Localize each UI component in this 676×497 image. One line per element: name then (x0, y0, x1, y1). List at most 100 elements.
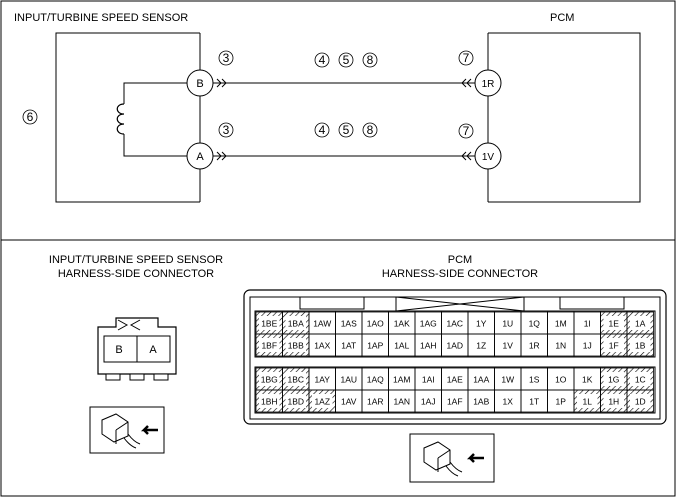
terminal-sensor-b (186, 69, 214, 97)
arrow-left-icon (140, 425, 158, 435)
pcm-pin-label: 1P (556, 397, 567, 407)
pcm-box (488, 32, 641, 203)
pcm-pin-label: 1BA (288, 319, 304, 329)
pin-hatch-inner (259, 316, 280, 330)
sensor-title: INPUT/TURBINE SPEED SENSOR (14, 12, 188, 24)
callout-circle (314, 122, 330, 138)
terminal-sensor-a-label: A (196, 151, 204, 163)
pin-hatch-inner (630, 338, 651, 352)
probe-icon (409, 433, 495, 483)
callout-circle (218, 50, 234, 66)
terminal-pcm-1v (474, 142, 502, 170)
sensor-connector-title-1: INPUT/TURBINE SPEED SENSOR (49, 254, 223, 266)
pin-hatch-inner (285, 372, 306, 386)
pcm-pin-label: 1K (582, 375, 593, 385)
callout-wire-bot-mid-3: 8 (367, 123, 374, 137)
callout-circle (338, 122, 354, 138)
pcm-pin-label: 1B (635, 341, 646, 351)
pcm-pin-label: 1U (502, 319, 513, 329)
sensor-box (55, 32, 200, 203)
pcm-pin-label: 1AA (473, 375, 489, 385)
pcm-pin-cell (626, 389, 654, 413)
pcm-pin-label: 1AB (473, 397, 489, 407)
pcm-connector-title-2: HARNESS-SIDE CONNECTOR (382, 268, 538, 280)
pcm-pin-cell (626, 333, 654, 357)
pin-hatch-inner (630, 316, 651, 330)
probe-connector-shape (423, 441, 451, 471)
probe-wires (123, 433, 141, 449)
pcm-pin-label: 1Q (529, 319, 541, 329)
pcm-pin-label: 1W (501, 375, 514, 385)
pcm-pin-label: 1AR (367, 397, 384, 407)
pcm-pin-label: 1BG (261, 375, 278, 385)
pcm-pin-label: 1L (583, 397, 593, 407)
callout-wire-top-left: 3 (223, 51, 230, 65)
pcm-key-left (299, 296, 365, 310)
callout-sensor-body: 6 (27, 110, 34, 124)
pcm-pin-label: 1R (529, 341, 540, 351)
pcm-pin-label: 1AL (394, 341, 409, 351)
probe-connector-edge (115, 421, 129, 444)
pin-hatch-inner (259, 372, 280, 386)
pcm-pin-label: 1E (609, 319, 620, 329)
pcm-key-cross (395, 296, 525, 312)
pcm-pin-label: 1AC (446, 319, 463, 329)
sensor-pin-a: A (149, 344, 157, 356)
pin-hatch-inner (603, 338, 624, 352)
pcm-pin-label: 1C (635, 375, 646, 385)
probe-connector-edge (437, 449, 451, 472)
callout-circle (362, 52, 378, 68)
pin-hatch-inner (603, 372, 624, 386)
coil-wires (123, 82, 187, 157)
sensor-connector-title-2: HARNESS-SIDE CONNECTOR (58, 268, 214, 280)
coil-icon (116, 103, 125, 135)
pin-hatch-inner (259, 394, 280, 408)
pcm-pin-label: 1G (608, 375, 619, 385)
pin-hatch-inner (603, 394, 624, 408)
probe-wires (445, 461, 463, 477)
pin-hatch-inner (259, 338, 280, 352)
terminal-pcm-1v-label: 1V (482, 152, 495, 163)
pcm-pin-label: 1AN (393, 397, 410, 407)
pcm-pin-label: 1AQ (367, 375, 384, 385)
callout-wire-bot-left: 3 (223, 123, 230, 137)
callout-circle (314, 52, 330, 68)
pcm-pin-label: 1D (635, 397, 646, 407)
pcm-pin-label: 1AX (314, 341, 330, 351)
pin-hatch-inner (630, 372, 651, 386)
pcm-pin-label: 1BH (261, 397, 278, 407)
callouts: 6 3 4 5 8 7 3 4 5 8 7 (22, 50, 474, 139)
callout-wire-top-mid-3: 8 (367, 53, 374, 67)
pcm-pin-label: 1A (635, 319, 646, 329)
callout-wire-top-mid-2: 5 (343, 53, 350, 67)
pcm-title: PCM (550, 12, 574, 24)
pcm-pin-label: 1M (555, 319, 567, 329)
pcm-key-right (559, 296, 625, 310)
latch-icon (117, 319, 141, 331)
pcm-pin-label: 1Y (476, 319, 487, 329)
pcm-pin-label: 1AM (393, 375, 410, 385)
chevron-left-icon (461, 78, 472, 88)
pin-hatch-inner (285, 338, 306, 352)
pcm-pin-label: 1AD (446, 341, 463, 351)
chevron-left-icon (461, 151, 472, 161)
chevron-right-icon (216, 151, 227, 161)
callout-wire-top-mid-1: 4 (319, 53, 326, 67)
callout-circle (362, 122, 378, 138)
pcm-pin-label: 1AE (447, 375, 463, 385)
pcm-pin-label: 1AS (341, 319, 357, 329)
callout-wire-top-right: 7 (463, 51, 470, 65)
probe-icon (89, 406, 165, 454)
pin-hatch-inner (630, 394, 651, 408)
pcm-pin-label: 1AG (420, 319, 437, 329)
pcm-pin-label: 1O (555, 375, 567, 385)
pcm-pin-label: 1AP (367, 341, 383, 351)
chevron-right-icon (216, 78, 227, 88)
pcm-pin-label: 1S (529, 375, 540, 385)
callout-wire-bot-mid-2: 5 (343, 123, 350, 137)
pcm-pin-label: 1AU (340, 375, 357, 385)
